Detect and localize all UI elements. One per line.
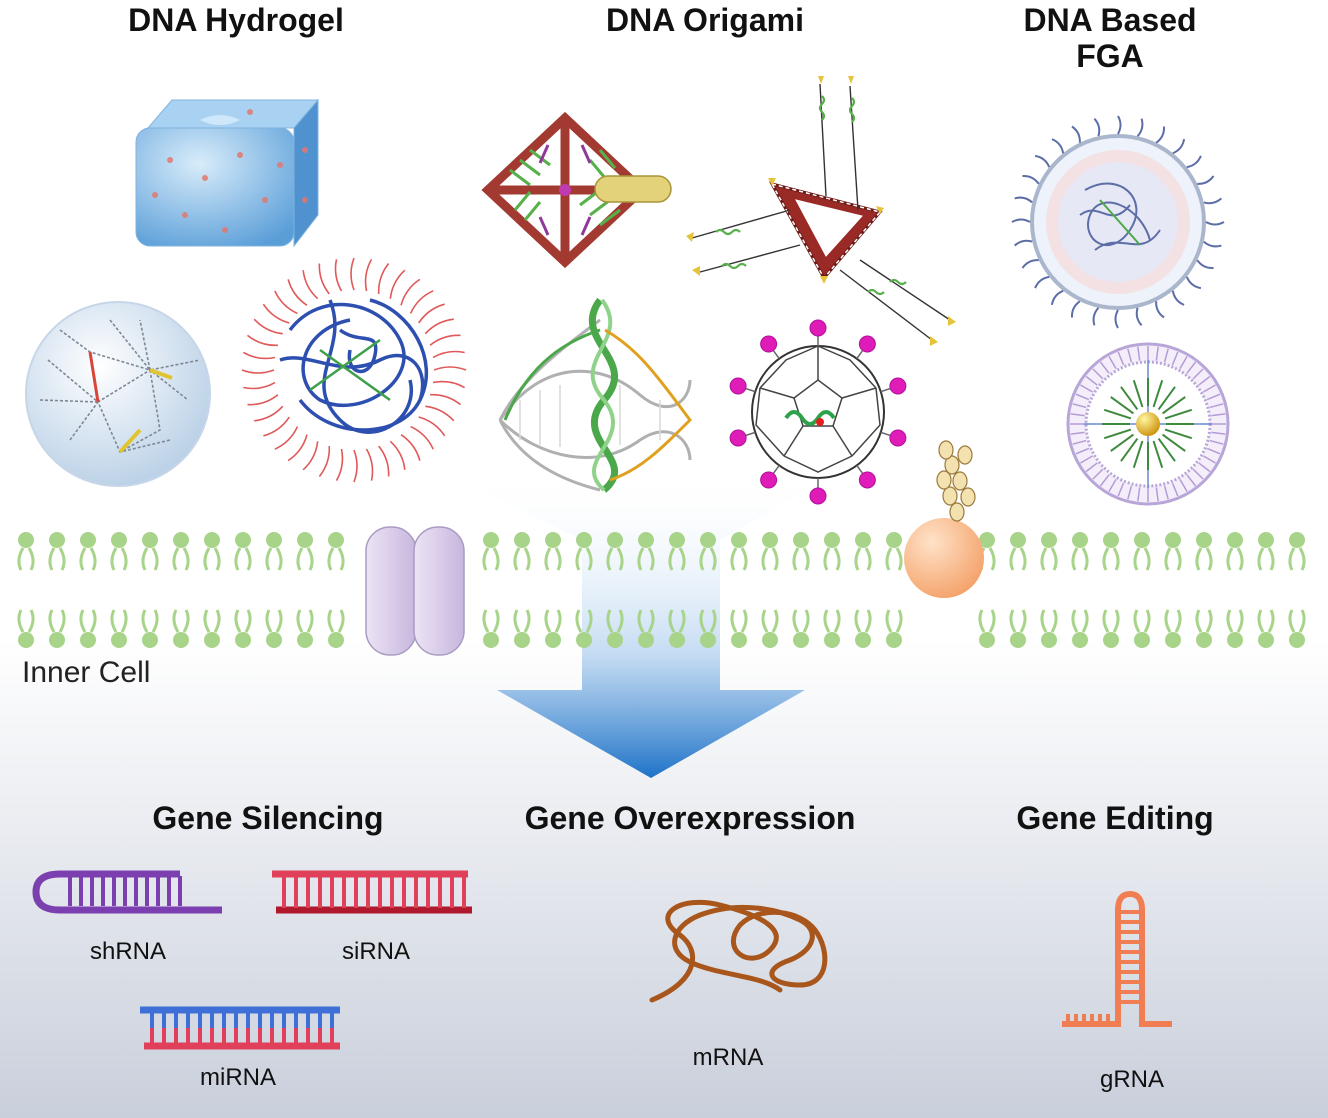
origami-octahedron-image bbox=[481, 111, 672, 269]
origami-cage-image bbox=[729, 319, 907, 505]
hydrogel-sphere-image bbox=[25, 301, 211, 487]
hydrogel-network-image bbox=[241, 257, 467, 483]
label-miRNA: miRNA bbox=[200, 1064, 276, 1091]
title-dna-hydrogel: DNA Hydrogel bbox=[128, 2, 344, 38]
channel-protein bbox=[365, 526, 465, 656]
siRNA-glyph bbox=[272, 870, 472, 914]
fga-liposome-image bbox=[1011, 115, 1225, 329]
label-mRNA: mRNA bbox=[692, 1044, 764, 1071]
mRNA-glyph bbox=[649, 899, 828, 1003]
gRNA-glyph bbox=[1062, 890, 1172, 1027]
origami-helix-image bbox=[498, 297, 692, 493]
label-shRNA: shRNA bbox=[89, 938, 167, 965]
miRNA-glyph bbox=[140, 1006, 340, 1050]
title-dna-based-fga: DNA Based FGA bbox=[1023, 2, 1197, 74]
title-gene-editing: Gene Editing bbox=[1016, 800, 1214, 836]
receptor-ball bbox=[904, 440, 984, 598]
fga-micelle-image bbox=[1066, 342, 1230, 506]
inner-cell-label: Inner Cell bbox=[22, 656, 151, 689]
label-gRNA: gRNA bbox=[1099, 1066, 1165, 1093]
title-dna-origami: DNA Origami bbox=[606, 2, 804, 38]
title-gene-overexpression: Gene Overexpression bbox=[524, 800, 856, 836]
label-siRNA: siRNA bbox=[341, 938, 410, 965]
hydrogel-cube-image bbox=[135, 98, 320, 248]
origami-tetrahedron-image bbox=[686, 76, 956, 346]
title-gene-silencing: Gene Silencing bbox=[152, 800, 384, 836]
shRNA-glyph bbox=[32, 870, 222, 914]
cell-membrane bbox=[17, 532, 1306, 648]
